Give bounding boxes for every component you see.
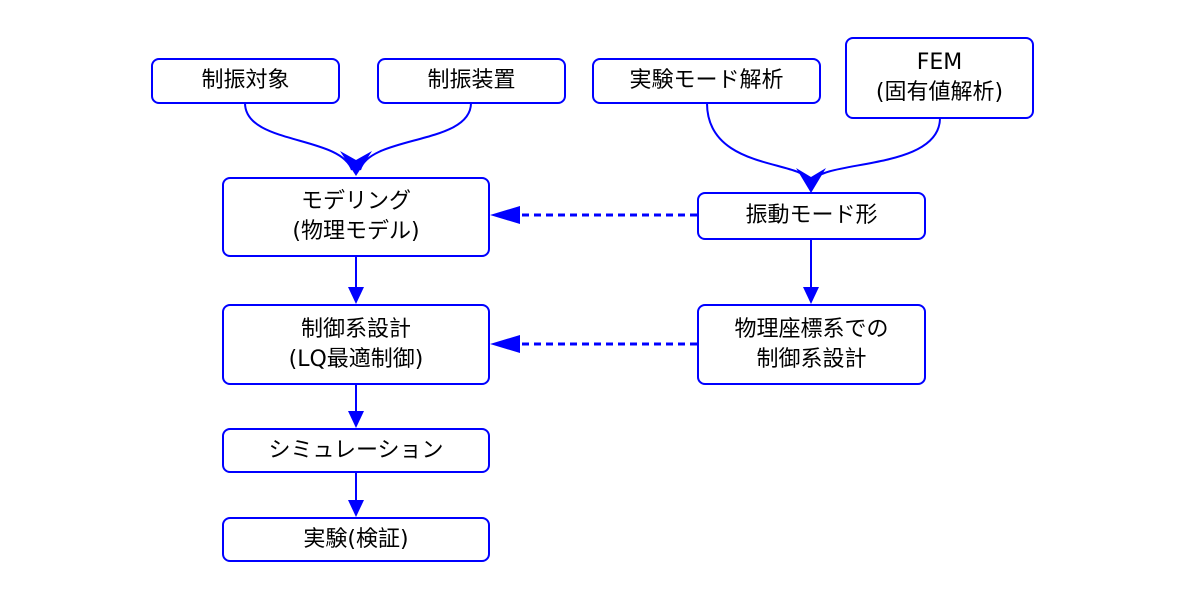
modeling-label-line2: (物理モデル) [292, 219, 420, 244]
edge-mode-shape-to-physical-control-arrow [803, 287, 819, 304]
fem-label-line1: FEM [916, 50, 963, 75]
edge-control-design-to-simulation-arrow [348, 411, 364, 428]
edge-modal-to-mode-shape [706, 102, 809, 181]
edge-modal-to-mode-shape-arrow [796, 168, 826, 193]
edge-modeling-to-control-design-arrow [348, 287, 364, 304]
control-design-label-line1: 制御系設計 [300, 316, 411, 342]
vibration-device-label: 制振装置 [427, 68, 516, 93]
edge-target-to-modeling-arrow [340, 151, 372, 176]
mode-shape-node: 振動モード形 [697, 192, 926, 240]
fem-node: FEM (固有値解析) [845, 37, 1034, 119]
modeling-label-line1: モデリング [300, 189, 411, 214]
edge-simulation-to-experiment-arrow [348, 500, 364, 517]
experiment-label: 実験(検証) [303, 526, 409, 552]
edge-fem-to-mode-shape [813, 117, 941, 181]
edge-target-to-modeling [244, 102, 353, 171]
physical-control-label-line2: 制御系設計 [756, 346, 867, 372]
control-design-label-line2: (LQ最適制御) [288, 346, 424, 372]
physical-control-label-line1: 物理座標系での [734, 316, 889, 342]
mode-shape-label: 振動モード形 [745, 203, 878, 228]
vibration-target-label: 制振対象 [201, 68, 290, 93]
edge-physical-control-to-control-design-arrow [490, 335, 520, 353]
experiment-node: 実験(検証) [222, 517, 490, 562]
vibration-target-node: 制振対象 [151, 58, 340, 104]
simulation-node: シミュレーション [222, 428, 490, 473]
fem-label-line2: (固有値解析) [875, 80, 1004, 105]
vibration-device-node: 制振装置 [377, 58, 566, 104]
modal-analysis-node: 実験モード解析 [592, 58, 821, 104]
edge-device-to-modeling [359, 102, 472, 171]
modal-analysis-label: 実験モード解析 [629, 68, 784, 93]
control-design-node: 制御系設計 (LQ最適制御) [222, 304, 490, 385]
physical-control-node: 物理座標系での 制御系設計 [697, 304, 926, 385]
edge-mode-shape-to-modeling-arrow [490, 206, 520, 224]
modeling-node: モデリング (物理モデル) [222, 177, 490, 257]
simulation-label: シミュレーション [268, 437, 444, 463]
